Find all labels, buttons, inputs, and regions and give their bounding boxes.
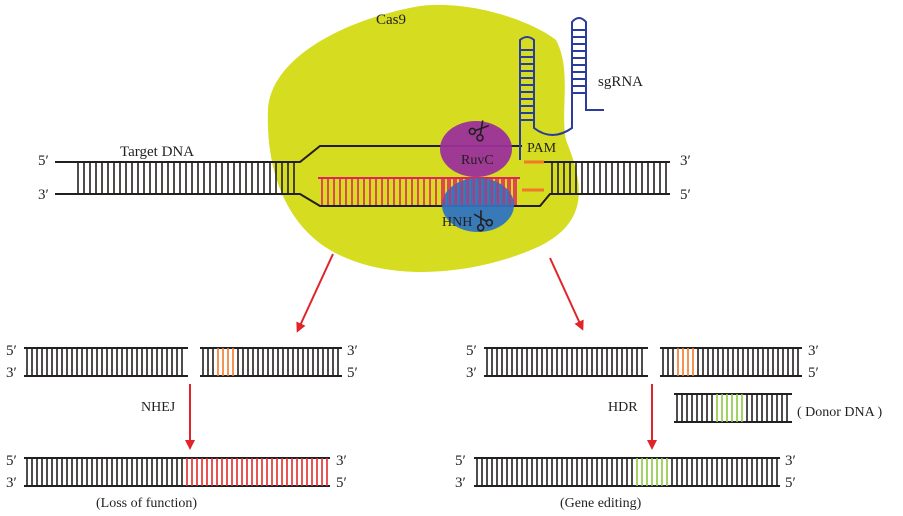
result-left-five-prime: 5′: [6, 453, 17, 469]
hnh-label: HNH: [442, 215, 472, 230]
result-right-three-prime-right: 3′: [785, 453, 796, 469]
ruvc-domain: [440, 121, 512, 177]
gene-editing-label: (Gene editing): [560, 496, 642, 511]
cut-dna-right: [484, 347, 802, 377]
target-dna-rungs-right: [551, 163, 667, 193]
cut-right-five-prime: 5′: [466, 343, 477, 359]
donor-dna: [674, 393, 792, 423]
nhej-label: NHEJ: [141, 400, 176, 415]
ruvc-label: RuvC: [461, 153, 494, 168]
target-three-prime-left: 3′: [38, 187, 49, 203]
cut-left-five-prime: 5′: [6, 343, 17, 359]
cut-left-five-prime-right: 5′: [347, 365, 358, 381]
cut-right-three-prime: 3′: [466, 365, 477, 381]
cas9-label: Cas9: [376, 12, 406, 28]
hdr-result-dna: [474, 457, 780, 487]
cut-left-three-prime-right: 3′: [347, 343, 358, 359]
cut-dna-left: [24, 347, 342, 377]
pam-label: PAM: [527, 141, 557, 156]
target-dna-label: Target DNA: [120, 144, 194, 160]
nhej-result-dna: [24, 457, 330, 487]
result-right-five-prime-right: 5′: [785, 475, 796, 491]
cas9-protein: [267, 4, 579, 272]
target-dna-bottom-strand: [55, 193, 670, 207]
target-three-prime-right: 3′: [680, 153, 691, 169]
arrow-to-hdr-branch: [549, 257, 584, 331]
sgrna-label: sgRNA: [598, 74, 643, 90]
sgrna-structure: [519, 17, 604, 160]
loss-of-function-label: (Loss of function): [96, 496, 197, 511]
scissors-icon: [473, 210, 494, 232]
result-left-three-prime: 3′: [6, 475, 17, 491]
result-left-three-prime-right: 3′: [336, 453, 347, 469]
result-right-three-prime: 3′: [455, 475, 466, 491]
scissors-icon: [468, 120, 490, 142]
hdr-label: HDR: [608, 400, 638, 415]
guide-rna-rungs-overlay: [443, 178, 517, 205]
result-left-five-prime-right: 5′: [336, 475, 347, 491]
cut-right-five-prime-right: 5′: [808, 365, 819, 381]
hnh-domain: [442, 178, 514, 232]
result-right-five-prime: 5′: [455, 453, 466, 469]
cut-left-three-prime: 3′: [6, 365, 17, 381]
cut-right-three-prime-right: 3′: [808, 343, 819, 359]
target-five-prime-left: 5′: [38, 153, 49, 169]
arrow-to-nhej-branch: [296, 253, 334, 333]
target-dna-top-strand: [55, 145, 670, 163]
target-dna-rungs-left: [77, 163, 295, 193]
target-dna: [55, 145, 670, 207]
donor-dna-label: ( Donor DNA ): [797, 405, 882, 420]
target-five-prime-right: 5′: [680, 187, 691, 203]
